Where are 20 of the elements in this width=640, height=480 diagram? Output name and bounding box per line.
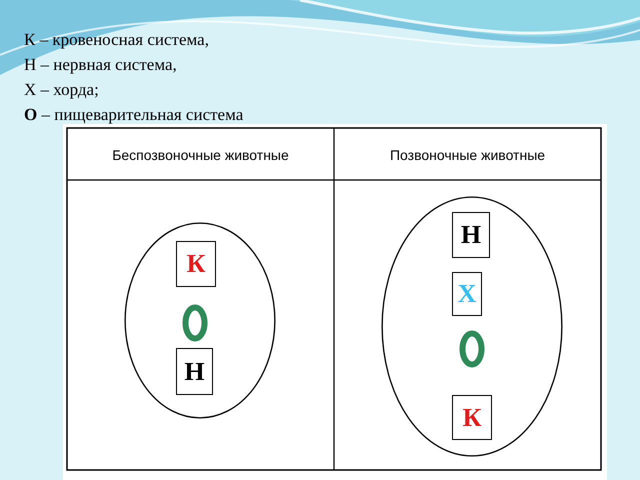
letter-label: Н (184, 358, 205, 384)
legend-text: О – пищеварительная система (24, 105, 244, 125)
legend-text: Х – хорда; (24, 80, 99, 100)
ring-symbol (182, 304, 208, 342)
letter-box (176, 241, 216, 287)
column-header: Беспозвоночные животные (68, 130, 333, 180)
ring-symbol (459, 330, 485, 368)
letter-box (452, 395, 492, 440)
letter-label: К (462, 404, 482, 430)
letter-label: К (186, 251, 206, 277)
column-header: Позвоночные животные (335, 130, 600, 180)
letter-box (176, 348, 213, 395)
legend-text: К – кровеносная система, (24, 30, 209, 50)
oval (124, 222, 276, 419)
letter-box (452, 212, 490, 258)
letter-box (452, 272, 482, 316)
letter-label: Н (460, 222, 482, 248)
legend-text: Н – нервная система, (24, 55, 177, 75)
oval (381, 196, 563, 457)
letter-label: Х (458, 281, 476, 307)
